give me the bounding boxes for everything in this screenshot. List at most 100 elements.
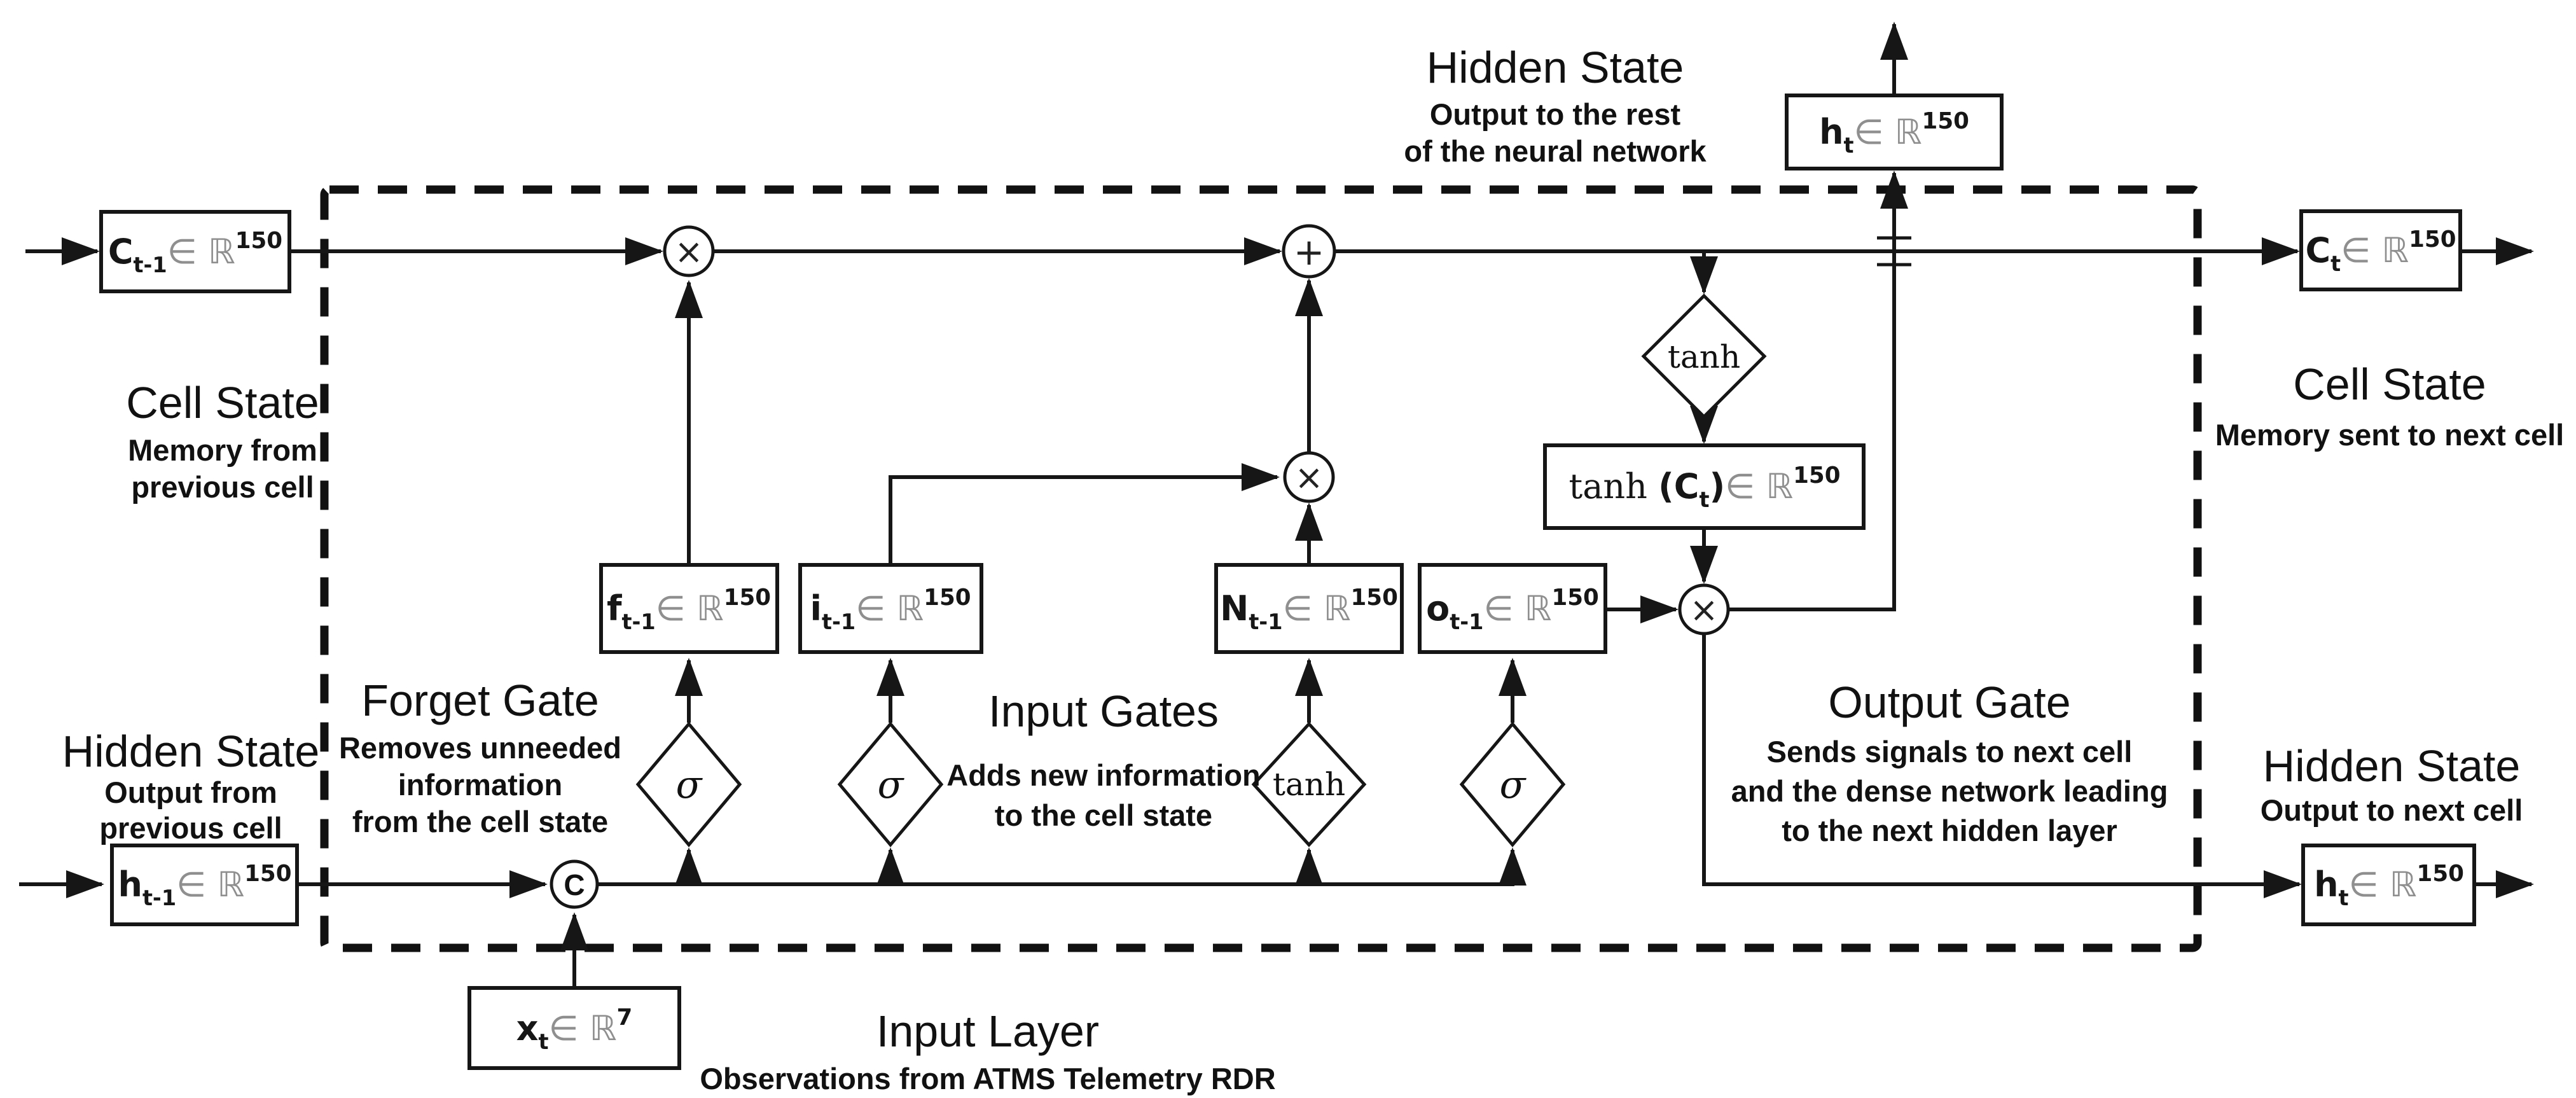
hidden-state-left-sub-2: previous cell bbox=[99, 811, 282, 845]
tanh-input-label: tanh bbox=[1273, 766, 1345, 803]
cell-state-right-title: Cell State bbox=[2293, 359, 2486, 409]
add-symbol: + bbox=[1294, 230, 1325, 274]
tanh-c-rect bbox=[1543, 443, 1866, 530]
i-gate-rect bbox=[798, 563, 983, 654]
cell-state-left-sub-1: Memory from bbox=[128, 433, 317, 467]
hidden-state-left-sub-1: Output from bbox=[104, 775, 277, 809]
multiply-forget-circle bbox=[663, 225, 715, 277]
edge-i-to-input-multiply bbox=[889, 463, 1280, 565]
lstm-cell-boundary bbox=[320, 185, 2202, 952]
h-next-label: ht∈ ℝ150 bbox=[2314, 861, 2464, 910]
hidden-state-top-title: Hidden State bbox=[1427, 43, 1684, 92]
box-o-gate: ot-1∈ ℝ150 bbox=[1418, 563, 1607, 654]
c-prev-rect bbox=[99, 210, 291, 293]
box-h-next: ht∈ ℝ150 bbox=[2301, 844, 2476, 926]
sigma-diamond-forget: σ bbox=[635, 721, 742, 847]
f-gate-label: ft-1∈ ℝ150 bbox=[607, 585, 771, 634]
output-gate-title: Output Gate bbox=[1828, 678, 2070, 727]
input-gates-sub-1: Adds new information bbox=[946, 758, 1261, 792]
multiply-output-symbol: × bbox=[1689, 590, 1718, 630]
concat-circle bbox=[550, 859, 599, 909]
sigma-diamond-input: σ bbox=[837, 721, 944, 847]
multiply-input-symbol: × bbox=[1294, 457, 1323, 497]
tanh-c-label: tanh (Ct)∈ ℝ150 bbox=[1569, 462, 1841, 512]
x-input-rect bbox=[467, 986, 681, 1070]
label-cell-state-right: Cell State Memory sent to next cell bbox=[2215, 359, 2565, 452]
input-gates-title: Input Gates bbox=[988, 686, 1219, 736]
tanh-cell-shape bbox=[1641, 293, 1767, 419]
label-hidden-state-right: Hidden State Output to next cell bbox=[2261, 741, 2523, 827]
sigma-diamond-output: σ bbox=[1459, 721, 1566, 847]
multiply-input-circle bbox=[1283, 451, 1335, 503]
i-gate-label: it-1∈ ℝ150 bbox=[810, 585, 971, 634]
hidden-state-right-title: Hidden State bbox=[2263, 741, 2521, 791]
output-gate-sub-3: to the next hidden layer bbox=[1782, 814, 2117, 847]
hidden-state-left-title: Hidden State bbox=[62, 726, 320, 776]
c-next-label: Ct∈ ℝ150 bbox=[2305, 226, 2456, 276]
box-f-gate: ft-1∈ ℝ150 bbox=[599, 563, 779, 654]
sigma-output-label: σ bbox=[1500, 763, 1527, 807]
edge-output-multiply-to-h-top bbox=[1728, 170, 1908, 611]
sigma-input-shape bbox=[837, 721, 944, 847]
x-input-label: xt∈ ℝ7 bbox=[516, 1004, 633, 1054]
input-layer-sub-1: Observations from ATMS Telemetry RDR bbox=[700, 1062, 1275, 1095]
n-gate-rect bbox=[1214, 563, 1404, 654]
tanh-cell-label: tanh bbox=[1668, 338, 1740, 375]
tanh-diamond-cell: tanh bbox=[1641, 293, 1767, 419]
c-prev-label: Ct-1∈ ℝ150 bbox=[108, 228, 282, 277]
edge-concat-bus bbox=[597, 847, 1527, 886]
sigma-output-shape bbox=[1459, 721, 1566, 847]
input-layer-title: Input Layer bbox=[876, 1006, 1099, 1056]
hidden-state-top-sub-1: Output to the rest bbox=[1430, 97, 1681, 131]
box-tanh-c: tanh (Ct)∈ ℝ150 bbox=[1543, 443, 1866, 530]
box-c-next: Ct∈ ℝ150 bbox=[2299, 209, 2462, 291]
hidden-state-right-sub-1: Output to next cell bbox=[2261, 793, 2523, 827]
forget-gate-sub-1: Removes unneeded bbox=[339, 731, 621, 765]
input-gates-sub-2: to the cell state bbox=[995, 798, 1212, 832]
label-cell-state-left: Cell State Memory from previous cell bbox=[126, 378, 319, 504]
multiply-node-output: × bbox=[1678, 583, 1730, 636]
label-forget-gate: Forget Gate Removes unneeded information… bbox=[339, 676, 621, 838]
c-next-rect bbox=[2299, 209, 2462, 291]
sigma-input-label: σ bbox=[878, 763, 905, 807]
edge-output-multiply-to-h-next bbox=[1702, 634, 2302, 898]
box-i-gate: it-1∈ ℝ150 bbox=[798, 563, 983, 654]
hidden-state-top-sub-2: of the neural network bbox=[1404, 134, 1707, 168]
h-next-rect bbox=[2301, 844, 2476, 926]
cell-state-right-sub-1: Memory sent to next cell bbox=[2215, 418, 2565, 452]
h-top-label: ht∈ ℝ150 bbox=[1819, 108, 1969, 158]
sigma-forget-label: σ bbox=[676, 763, 703, 807]
cell-state-left-title: Cell State bbox=[126, 378, 319, 427]
o-gate-label: ot-1∈ ℝ150 bbox=[1426, 585, 1599, 634]
add-circle bbox=[1282, 224, 1336, 279]
forget-gate-title: Forget Gate bbox=[361, 676, 599, 725]
cell-state-left-sub-2: previous cell bbox=[131, 470, 314, 504]
label-output-gate: Output Gate Sends signals to next cell a… bbox=[1731, 678, 2168, 847]
label-hidden-state-left: Hidden State Output from previous cell bbox=[62, 726, 320, 845]
output-gate-sub-2: and the dense network leading bbox=[1731, 774, 2168, 808]
concat-node: C bbox=[550, 859, 599, 909]
label-input-layer: Input Layer Observations from ATMS Telem… bbox=[700, 1006, 1275, 1095]
multiply-node-forget: × bbox=[663, 225, 715, 277]
concat-symbol: C bbox=[564, 868, 585, 901]
box-c-prev: Ct-1∈ ℝ150 bbox=[99, 210, 291, 293]
h-prev-label: ht-1∈ ℝ150 bbox=[118, 861, 291, 910]
box-h-prev: ht-1∈ ℝ150 bbox=[110, 844, 299, 926]
multiply-node-input: × bbox=[1283, 451, 1335, 503]
output-gate-sub-1: Sends signals to next cell bbox=[1767, 735, 2133, 768]
hidden-state-line bbox=[19, 847, 2534, 898]
multiply-output-circle bbox=[1678, 583, 1730, 636]
h-prev-rect bbox=[110, 844, 299, 926]
f-gate-rect bbox=[599, 563, 779, 654]
forget-gate-sub-2: information bbox=[398, 768, 562, 802]
tanh-diamond-input: tanh bbox=[1251, 721, 1367, 847]
h-top-rect bbox=[1785, 94, 2004, 170]
tanh-input-shape bbox=[1251, 721, 1367, 847]
gate-wiring bbox=[560, 22, 2302, 988]
o-gate-rect bbox=[1418, 563, 1607, 654]
multiply-forget-symbol: × bbox=[674, 232, 703, 272]
add-node: + bbox=[1282, 224, 1336, 279]
label-input-gates: Input Gates Adds new information to the … bbox=[946, 686, 1261, 832]
